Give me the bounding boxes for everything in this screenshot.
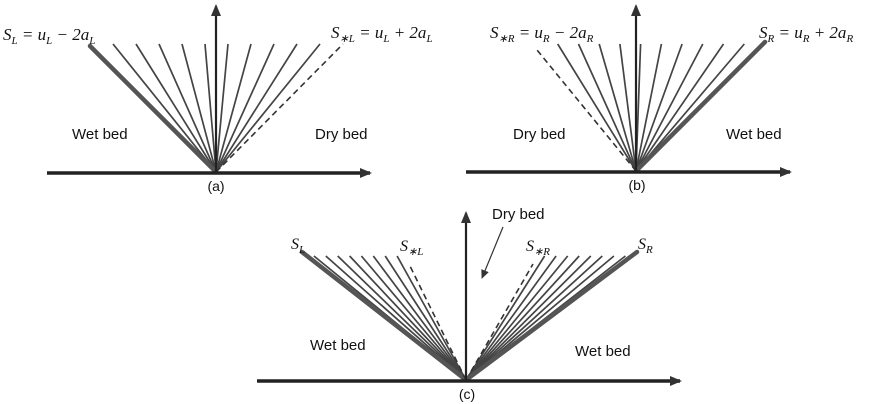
panel-a-fan: [112, 43, 321, 173]
panel-c-right-fan-line-5: [465, 255, 592, 381]
panel-c-right-head-label: SR: [638, 236, 653, 256]
panel-b-fan-line-7: [635, 43, 683, 172]
panel-b-fan-line-6: [635, 43, 663, 172]
panel-c-left-region-label: Wet bed: [310, 337, 366, 354]
panel-b-tail-line: [536, 49, 637, 172]
panel-a-fan-line-8: [215, 43, 275, 173]
panel-c-left-fan-line-4: [348, 255, 467, 381]
panel-c: SL S∗L S∗R SR Dry bed Wet bed Wet bed (c…: [257, 206, 682, 402]
panel-c-left-fan-line-5: [360, 255, 467, 381]
panel-c-left-head-label: SL: [291, 236, 305, 256]
panel-a-right-region-label: Dry bed: [315, 126, 368, 143]
panel-c-left-fan-line-7: [384, 255, 467, 381]
panel-c-right-region-label: Wet bed: [575, 343, 631, 360]
panel-a-fan-line-5: [204, 43, 217, 173]
panel-a-fan-line-6: [215, 43, 229, 173]
panel-a: SL = uL − 2aL S∗L = uL + 2aL Wet bed Dry…: [3, 4, 433, 194]
panel-b-fan: [556, 43, 745, 172]
panel-a-tail-line: [215, 43, 344, 173]
panel-b-left-region-label: Dry bed: [513, 126, 566, 143]
panel-c-middle-region-label: Dry bed: [492, 206, 545, 223]
panel-a-fan-line-4: [181, 43, 217, 173]
panel-c-right-fan-line-3: [465, 255, 569, 381]
panel-c-left-tail-line: [408, 263, 467, 381]
panel-b-fan-line-1: [556, 43, 637, 172]
panel-a-tail-speed-label: S∗L = uL + 2aL: [331, 23, 433, 45]
panel-c-right-fan-line-6: [465, 255, 603, 381]
panel-a-fan-line-9: [215, 43, 298, 173]
panel-c-left-fan-line-6: [372, 255, 467, 381]
panel-a-head-speed-label: SL = uL − 2aL: [3, 25, 95, 47]
panel-a-caption: (a): [207, 178, 224, 194]
panel-c-right-tail-label: S∗R: [526, 238, 550, 258]
panel-c-left-tail-label: S∗L: [400, 238, 423, 258]
panel-a-head-line: [87, 43, 219, 175]
panel-c-right-fan-line-2: [465, 255, 557, 381]
panel-c-left-fan-line-8: [396, 255, 467, 381]
panel-c-right-fan-line-1: [465, 255, 546, 381]
panel-c-left-head-line: [299, 249, 469, 383]
panel-c-right-fan-line-4: [465, 255, 580, 381]
panel-b-fan-line-9: [635, 43, 725, 172]
panel-a-fan-line-7: [215, 43, 252, 173]
panel-a-fan-line-2: [135, 43, 217, 173]
panel-b-fan-line-3: [598, 43, 637, 172]
panel-c-caption: (c): [459, 386, 475, 402]
panel-b-caption: (b): [628, 177, 645, 193]
panel-b-fan-line-4: [619, 43, 637, 172]
panel-c-left-fan-line-3: [337, 255, 467, 381]
panel-a-fan-line-3: [158, 43, 217, 173]
panel-b-fan-line-8: [635, 43, 704, 172]
panel-a-fan-line-10: [215, 43, 321, 173]
panel-b-tail-speed-label: S∗R = uR − 2aR: [490, 23, 594, 45]
panel-b: S∗R = uR − 2aR SR = uR + 2aR Dry bed Wet…: [466, 4, 853, 193]
panel-b-right-region-label: Wet bed: [726, 126, 782, 143]
panel-c-right-tail-line: [465, 263, 534, 381]
panel-c-fan: [313, 255, 626, 381]
panel-a-fan-line-1: [112, 43, 217, 173]
panel-b-head-line: [633, 39, 768, 174]
panel-b-head-speed-label: SR = uR + 2aR: [759, 23, 853, 45]
panel-c-right-head-line: [463, 249, 640, 383]
panel-a-left-region-label: Wet bed: [72, 126, 128, 143]
panel-b-fan-line-2: [577, 43, 637, 172]
panel-c-dry-bed-pointer: [481, 226, 504, 279]
